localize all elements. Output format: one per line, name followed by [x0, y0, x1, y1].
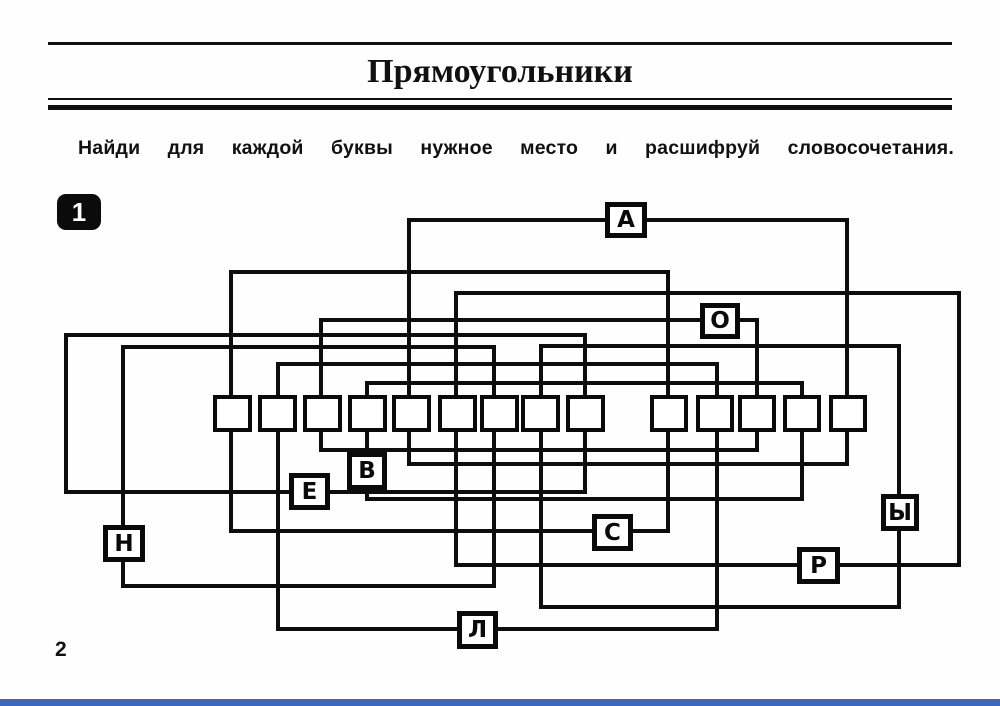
- answer-box-14[interactable]: [829, 395, 867, 432]
- rectangle-Ы: [539, 344, 901, 609]
- letter-box-О: О: [700, 303, 740, 339]
- answer-box-3[interactable]: [303, 395, 342, 432]
- answer-box-9[interactable]: [566, 395, 605, 432]
- task-instruction: Найди для каждой буквы нужное место и ра…: [78, 137, 954, 159]
- letter-box-С: С: [592, 514, 633, 551]
- rectangle-В: [365, 381, 804, 501]
- header-top-rule: [48, 42, 952, 45]
- rectangle-Н: [121, 345, 496, 588]
- letter-box-Ы: Ы: [881, 494, 919, 531]
- answer-box-2[interactable]: [258, 395, 297, 432]
- page-title: Прямоугольники: [367, 53, 633, 90]
- page-number: 2: [55, 638, 67, 661]
- answer-box-11[interactable]: [696, 395, 734, 432]
- letter-box-В: В: [347, 452, 387, 490]
- answer-box-1[interactable]: [213, 395, 252, 432]
- answer-box-10[interactable]: [650, 395, 688, 432]
- answer-box-7[interactable]: [480, 395, 519, 432]
- letter-box-Р: Р: [797, 547, 840, 584]
- answer-box-13[interactable]: [783, 395, 821, 432]
- answer-box-5[interactable]: [392, 395, 431, 432]
- answer-box-4[interactable]: [348, 395, 387, 432]
- footer-accent-bar: [0, 699, 1000, 706]
- header-divider-thick: [48, 105, 952, 110]
- letter-box-Е: Е: [289, 473, 330, 510]
- letter-box-Л: Л: [457, 611, 498, 649]
- letter-box-А: А: [605, 202, 647, 238]
- answer-box-6[interactable]: [438, 395, 477, 432]
- header-divider-thin: [48, 98, 952, 100]
- answer-box-8[interactable]: [521, 395, 560, 432]
- answer-box-12[interactable]: [738, 395, 776, 432]
- letter-box-Н: Н: [103, 525, 145, 562]
- task-number-badge: 1: [57, 194, 101, 230]
